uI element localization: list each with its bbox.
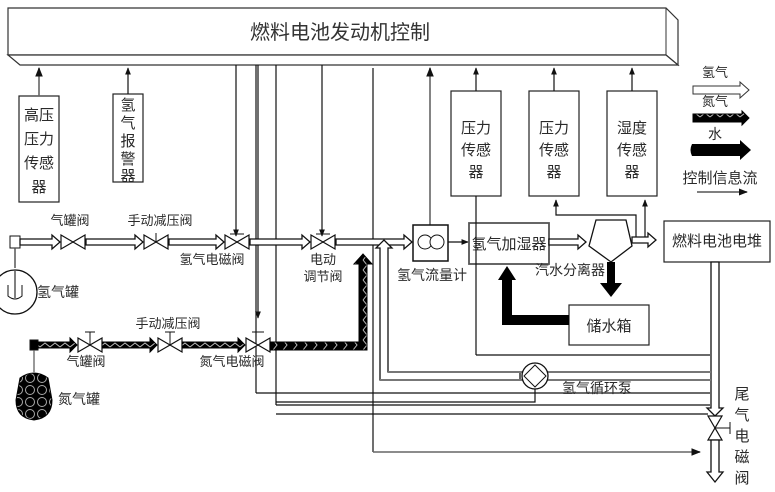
tail-valve-label-char: 气 [734,406,749,424]
nitrogen-tank-label: 氮气罐 [58,392,100,408]
pressure-sensor-2: 压力 传感 器 [528,67,580,197]
legend-hydrogen-label: 氢气 [702,65,728,81]
hydrogen-tank: 氢气罐 [0,235,79,315]
recirculation-loop: 氢气循环泵 [380,362,711,397]
sensor-label-line: 传感 [24,154,54,172]
tail-valve-label-char: 磁 [734,448,749,466]
hydrogen-solenoid-label: 氢气电磁阀 [179,252,244,268]
fuel-cell-stack: 燃料电池电堆 [663,220,771,263]
legend-hydrogen-arrow [692,80,750,100]
sensor-label-line: 湿度 [617,119,647,137]
nitrogen-manual-pressure-valve[interactable]: 手动减压阀 [135,317,201,354]
legend-nitrogen-arrow [692,109,750,127]
control-unit-title: 燃料电池发动机控制 [250,20,430,44]
sensor-label-line: 传感 [539,141,569,159]
nitrogen-tank: 氮气罐 [15,339,100,421]
pressure-sensor-1: 压力 传感 器 [450,67,502,197]
legend-water-arrow [690,140,751,160]
nitrogen-solenoid-label: 氮气电磁阀 [199,354,264,370]
steam-water-separator: 汽水分离器 [535,219,633,279]
tail-gas-solenoid-valve[interactable] [706,415,731,441]
nitrogen-solenoid-valve[interactable]: 氮气电磁阀 [199,331,271,370]
sensor-label-line: 压力 [461,119,491,137]
sensor-label-line: 报 [120,132,135,150]
stack-exhaust-line: 尾 气 电 磁 阀 [705,261,750,487]
sensor-label-line: 器 [31,178,46,196]
control-unit-bar: 燃料电池发动机控制 [6,7,680,67]
hydrogen-tank-valve[interactable]: 气罐阀 [50,213,90,251]
humidity-sensor: 湿度 传感 器 [606,67,658,197]
nitrogen-pipeline: 氮气罐 气罐阀 手动减压阀 氮气电磁阀 [15,253,374,421]
hydrogen-manual-valve-label: 手动减压阀 [127,214,192,229]
humidifier-label: 氢气加湿器 [471,235,546,253]
motor-valve-label-1: 电动 [310,253,336,268]
tail-valve-label-char: 尾 [734,385,749,403]
nitrogen-manual-valve-label: 手动减压阀 [135,317,200,332]
high-pressure-sensor: 高压 压力 传感 器 [18,67,60,203]
sensor-label-line: 压力 [24,130,54,148]
hydrogen-manual-pressure-valve[interactable]: 手动减压阀 [127,214,193,251]
hydrogen-alarm: 氢 气 报 警 器 [112,67,144,185]
nitrogen-tank-valve[interactable]: 气罐阀 [66,331,106,370]
circulation-pump-label: 氢气循环泵 [562,381,632,397]
motor-valve-label-2: 调节阀 [303,270,342,285]
flowmeter-label: 氢气流量计 [397,268,467,284]
hydrogen-tank-label: 氢气罐 [37,285,79,301]
hydrogen-solenoid-valve[interactable]: 氢气电磁阀 [179,233,250,268]
legend-water-label: 水 [708,127,722,143]
sensor-label-line: 警 [120,150,135,168]
sensor-label-line: 器 [624,163,639,181]
water-tank-label: 储水箱 [586,317,631,335]
legend: 氢气 氮气 水 控制信息流 [682,65,758,196]
tail-valve-label-char: 电 [734,427,749,445]
bottom-control-routing [256,388,710,456]
hydrogen-tank-valve-label: 气罐阀 [50,213,89,229]
water-tank: 储水箱 [568,304,650,346]
separator-label: 汽水分离器 [535,262,605,279]
sensor-label-line: 气 [120,114,135,132]
hydrogen-humidifier: 氢气加湿器 [468,222,550,265]
hydrogen-flowmeter: 氢气流量计 [397,224,467,284]
sensor-label-line: 器 [120,167,135,185]
nitrogen-tank-valve-label: 气罐阀 [66,354,105,370]
sensor-label-line: 器 [546,163,561,181]
legend-control-label: 控制信息流 [682,169,757,187]
sensor-label-line: 传感 [617,141,647,159]
hydrogen-pipeline: 氢气罐 气罐阀 手动减压阀 氢气电磁阀 电动 [0,213,521,381]
hydrogen-circulation-pump: 氢气循环泵 [521,362,632,397]
sensor-label-line: 氢 [120,96,135,114]
water-path: 储水箱 [498,262,650,346]
sensor-label-line: 器 [468,163,483,181]
legend-nitrogen-label: 氮气 [702,94,728,110]
tail-valve-label-char: 阀 [734,469,749,487]
sensor-label-line: 压力 [539,119,569,137]
sensor-label-line: 高压 [24,106,54,124]
stack-label: 燃料电池电堆 [672,232,762,250]
sensor-label-line: 传感 [461,141,491,159]
motor-regulating-valve[interactable]: 电动 调节阀 [303,233,343,285]
